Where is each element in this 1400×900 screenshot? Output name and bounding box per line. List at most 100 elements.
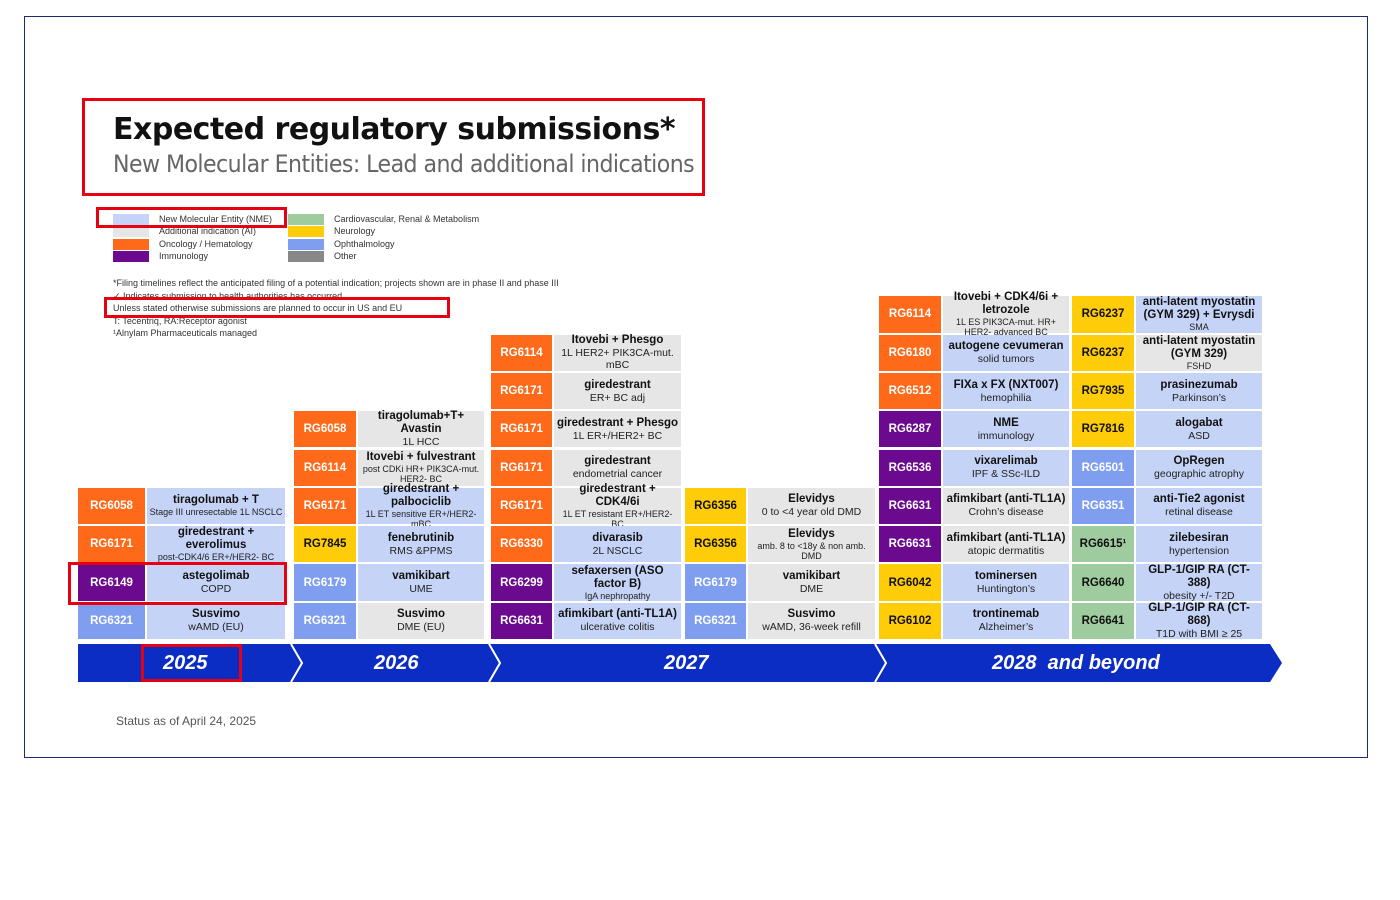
molecule-name: NME xyxy=(993,416,1019,429)
indication-text: COPD xyxy=(200,583,232,596)
molecule-name: zilebesiran xyxy=(1169,531,1229,544)
legend-swatch xyxy=(288,238,324,250)
indication-text: IgA nephropathy xyxy=(584,590,651,601)
molecule-code: RG6536 xyxy=(879,449,941,486)
legend-label: Cardiovascular, Renal & Metabolism xyxy=(334,214,480,224)
indication-text: post-CDK4/6 ER+/HER2- BC xyxy=(157,552,275,563)
title-highlight-box xyxy=(82,98,705,196)
molecule-name: vixarelimab xyxy=(974,455,1038,468)
indication-box: afimkibart (anti-TL1A)Crohn’s disease xyxy=(943,487,1069,525)
molecule-name: autogene cevumeran xyxy=(948,340,1064,353)
molecule-name: Susvimo xyxy=(192,608,240,621)
molecule-name: giredestrant + palbociclib xyxy=(382,482,460,508)
timeline-divider xyxy=(874,643,888,683)
molecule-code: RG6631 xyxy=(879,487,941,525)
molecule-name: tiragolumab + T xyxy=(173,494,259,507)
molecule-name: FIXa x FX (NXT007) xyxy=(953,378,1059,391)
timeline-segment-2028 xyxy=(876,644,1282,682)
legend-oncology: Oncology / Hematology xyxy=(113,238,253,250)
molecule-code: RG6631 xyxy=(491,602,552,639)
indication-text: IPF & SSc-ILD xyxy=(971,468,1041,481)
indication-text: 1L ET sensitive ER+/HER2- mBC xyxy=(365,508,477,529)
molecule-code: RG6179 xyxy=(685,564,746,601)
molecule-code: RG6640 xyxy=(1072,564,1134,601)
molecule-name: afimkibart (anti-TL1A) xyxy=(946,531,1066,544)
indication-text: Stage III unresectable 1L NSCLC xyxy=(149,507,283,518)
molecule-name: giredestrant + Phesgo xyxy=(556,416,679,429)
molecule-code: RG7816 xyxy=(1072,411,1134,448)
timeline-divider xyxy=(290,643,304,683)
legend-swatch xyxy=(113,250,149,262)
molecule-code: RG6171 xyxy=(491,487,552,525)
indication-text: ER+ BC adj xyxy=(589,391,646,404)
molecule-name: anti-latent myostatin (GYM 329) + Evrysd… xyxy=(1142,296,1256,322)
indication-text: Alzheimer’s xyxy=(978,621,1034,634)
molecule-code: RG6321 xyxy=(78,602,145,639)
footnote: T: Tecentriq, RA:Receptor agonist xyxy=(113,315,247,326)
molecule-name: trontinemab xyxy=(972,608,1040,621)
indication-text: ASD xyxy=(1188,429,1210,442)
indication-text: 1L ER+/HER2+ BC xyxy=(572,429,663,442)
molecule-code: RG7845 xyxy=(294,526,356,563)
indication-box: GLP-1/GIP RA (CT-388)obesity +/- T2D xyxy=(1136,564,1262,602)
molecule-code: RG6042 xyxy=(879,564,941,601)
timeline-segment-2026 xyxy=(292,644,500,682)
molecule-name: Susvimo xyxy=(787,608,836,621)
molecule-code: RG6171 xyxy=(491,449,552,486)
molecule-name: sefaxersen (ASO factor B) xyxy=(571,564,664,590)
molecule-name: vamikibart xyxy=(782,570,841,583)
molecule-code: RG6299 xyxy=(491,564,552,601)
legend-neurology: Neurology xyxy=(288,225,375,237)
indication-text: 1L HER2+ PIK3CA-mut. mBC xyxy=(561,347,674,372)
indication-text: T1D with BMI ≥ 25 xyxy=(1155,627,1243,640)
molecule-code: RG6501 xyxy=(1072,449,1134,486)
indication-text: 2L NSCLC xyxy=(592,544,643,557)
indication-text: 1L ET resistant ER+/HER2- BC xyxy=(562,508,673,529)
legend-swatch xyxy=(113,238,149,250)
legend-crm: Cardiovascular, Renal & Metabolism xyxy=(288,213,479,225)
indication-box: FIXa x FX (NXT007)hemophilia xyxy=(943,372,1069,410)
molecule-code: RG6171 xyxy=(78,526,145,563)
legend-highlight-box xyxy=(96,207,287,228)
legend-label: New Molecular Entity (NME) xyxy=(159,214,273,224)
year-label-2026: 2026 xyxy=(374,652,419,674)
footnote: Unless stated otherwise submissions are … xyxy=(113,303,403,313)
indication-box: anti-latent myostatin (GYM 329)FSHD xyxy=(1136,334,1262,371)
molecule-name: fenebrutinib xyxy=(387,531,455,544)
molecule-code: RG6356 xyxy=(685,526,746,563)
molecule-code: RG6237 xyxy=(1072,334,1134,371)
legend-ai: Additional indication (AI) xyxy=(113,225,256,237)
indication-text: SMA xyxy=(1189,322,1209,333)
molecule-name: giredestrant + everolimus xyxy=(177,526,255,552)
molecule-code: RG6102 xyxy=(879,602,941,639)
